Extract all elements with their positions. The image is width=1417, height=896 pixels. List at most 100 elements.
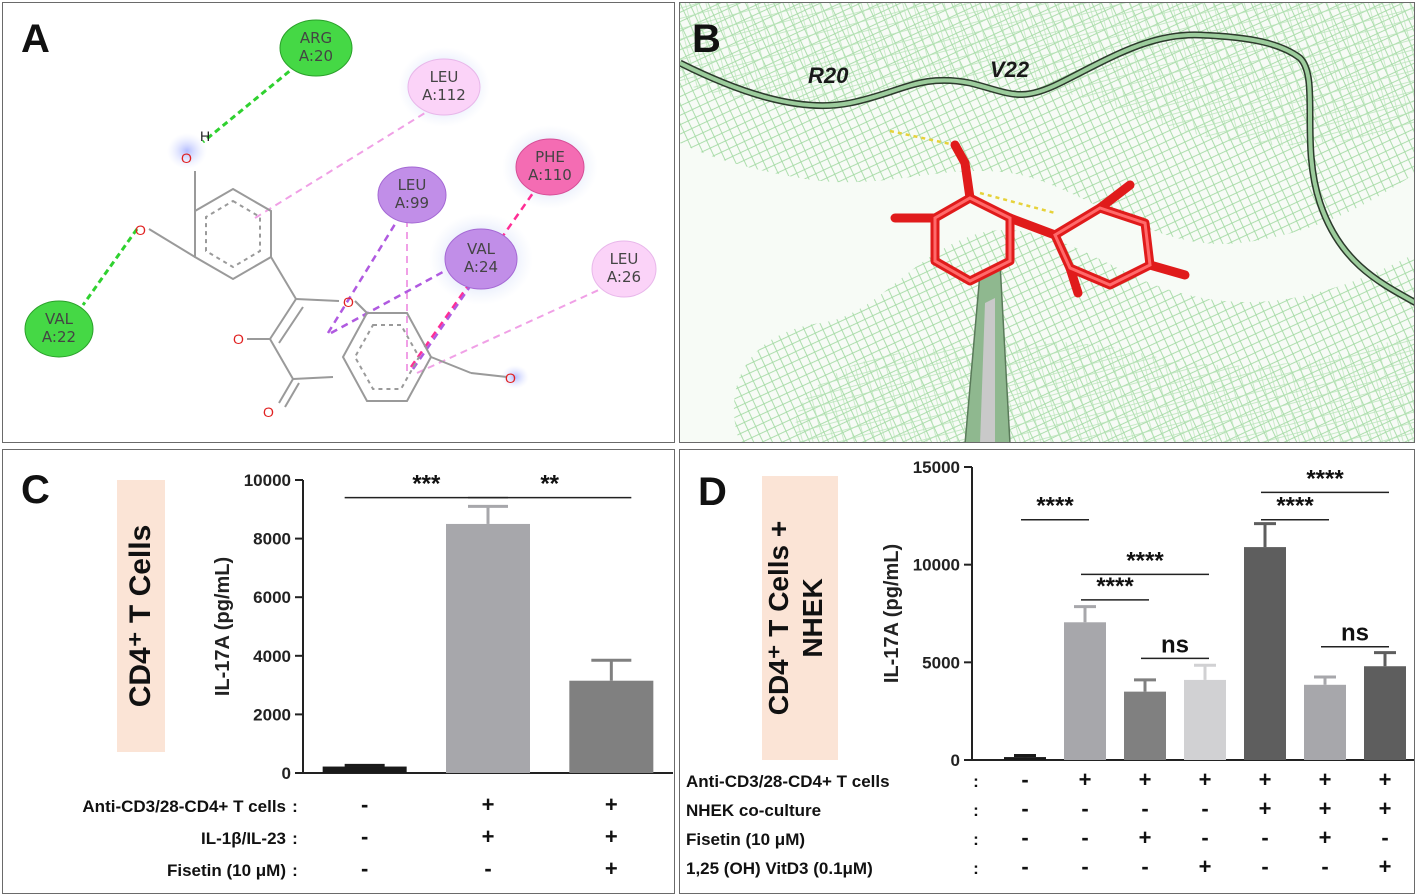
condition-colon: : (292, 829, 298, 848)
condition-colon: : (292, 797, 298, 816)
significance-label: ** (540, 471, 559, 498)
y-tick-label: 4000 (253, 647, 291, 666)
y-tick-label: 0 (282, 764, 291, 783)
residue-val24: VAL A:24 (444, 228, 518, 290)
bar (1064, 622, 1106, 760)
cell-type-label-box (762, 476, 838, 760)
y-axis-label: IL-17A (pg/mL) (212, 557, 234, 696)
svg-text:A:26: A:26 (607, 268, 641, 286)
pi-alkyl-leu112 (254, 107, 434, 219)
minus-sign: - (1021, 854, 1028, 879)
panel-label-d: D (698, 470, 727, 514)
y-tick-label: 6000 (253, 588, 291, 607)
ligand-structure (148, 171, 508, 408)
svg-text:A:20: A:20 (299, 47, 333, 65)
residue-leu112: LEU A:112 (407, 58, 481, 116)
atom-o: O (505, 370, 516, 386)
svg-text:LEU: LEU (430, 68, 459, 86)
condition-label: Fisetin (10 μM) (686, 830, 805, 849)
beta-strand-shadow (980, 298, 995, 442)
minus-sign: - (1021, 825, 1028, 850)
pi-sigma-val24-a (330, 259, 464, 335)
minus-sign: - (1141, 796, 1148, 821)
panel-label-a: A (21, 17, 50, 61)
bar (1364, 666, 1406, 760)
atom-h: H (200, 128, 210, 144)
atom-o: O (233, 331, 244, 347)
plus-sign: + (1319, 796, 1332, 821)
pi-alkyl-leu26 (416, 287, 604, 374)
minus-sign: - (1081, 825, 1088, 850)
oxygen-atoms: H O O O O O O (135, 128, 516, 420)
significance-label: ns (1341, 620, 1369, 647)
mesh-surface-lower-2 (795, 333, 1414, 442)
svg-text:A:112: A:112 (422, 86, 466, 104)
significance-label: **** (1036, 493, 1074, 520)
hbond-val22 (81, 228, 139, 306)
bar (1184, 679, 1226, 760)
pi-sigma-leu99-a (326, 215, 402, 334)
minus-sign: - (1321, 854, 1328, 879)
y-tick-label: 10000 (913, 556, 960, 575)
svg-text:PHE: PHE (535, 148, 565, 166)
atom-o: O (263, 404, 274, 420)
condition-label: 1,25 (OH) VitD3 (0.1μM) (686, 859, 873, 878)
plus-sign: + (605, 792, 618, 817)
y-tick-label: 8000 (253, 530, 291, 549)
ligand-interaction-diagram: H O O O O O O ARG A:20 LEU A:112 LEU A:9… (24, 19, 657, 420)
bar (1304, 684, 1346, 760)
svg-text:ARG: ARG (300, 29, 332, 47)
significance-label: **** (1126, 547, 1164, 574)
condition-colon: : (292, 861, 298, 880)
atom-o: O (135, 222, 146, 238)
plus-sign: + (1259, 767, 1272, 792)
minus-sign: - (1261, 854, 1268, 879)
panel-label-b: B (692, 17, 721, 61)
backbone-ribbon-highlight (680, 32, 1414, 305)
significance-label: **** (1306, 465, 1344, 492)
minus-sign: - (1381, 825, 1388, 850)
bar (569, 680, 654, 773)
minus-sign: - (1261, 825, 1268, 850)
svg-text:VAL: VAL (467, 240, 496, 258)
minus-sign: - (1021, 767, 1028, 792)
svg-text:A:22: A:22 (42, 328, 76, 346)
plus-sign: + (1079, 767, 1092, 792)
plus-sign: + (1199, 854, 1212, 879)
minus-sign: - (361, 824, 368, 849)
condition-label: Anti-CD3/28-CD4+ T cells (82, 797, 286, 816)
plus-sign: + (482, 824, 495, 849)
minus-sign: - (1201, 825, 1208, 850)
svg-text:A:110: A:110 (528, 166, 572, 184)
bar (1124, 691, 1166, 760)
condition-colon: : (973, 859, 979, 878)
bar (322, 766, 407, 773)
docking-structure-view: R20 V22 (680, 3, 1414, 442)
minus-sign: - (1081, 796, 1088, 821)
svg-text:LEU: LEU (398, 176, 427, 194)
significance-label: *** (412, 471, 441, 498)
plus-sign: + (1139, 825, 1152, 850)
plus-sign: + (1319, 767, 1332, 792)
residue-leu99: LEU A:99 (377, 166, 447, 224)
residue-arg20: ARG A:20 (279, 19, 353, 77)
y-tick-label: 5000 (922, 653, 960, 672)
hbond-r20 (889, 129, 956, 147)
minus-sign: - (1141, 854, 1148, 879)
panel-a: A (2, 2, 675, 443)
minus-sign: - (484, 856, 491, 881)
plus-sign: + (605, 824, 618, 849)
residue-leu26: LEU A:26 (591, 240, 657, 298)
condition-colon: : (973, 830, 979, 849)
plus-sign: + (1379, 854, 1392, 879)
plus-sign: + (1259, 796, 1272, 821)
plus-sign: + (482, 792, 495, 817)
condition-label: Anti-CD3/28-CD4+ T cells (686, 772, 890, 791)
y-tick-label: 15000 (913, 458, 960, 477)
hbond-v22 (979, 191, 1056, 215)
plus-sign: + (1379, 767, 1392, 792)
condition-colon: : (973, 772, 979, 791)
plus-sign: + (1379, 796, 1392, 821)
